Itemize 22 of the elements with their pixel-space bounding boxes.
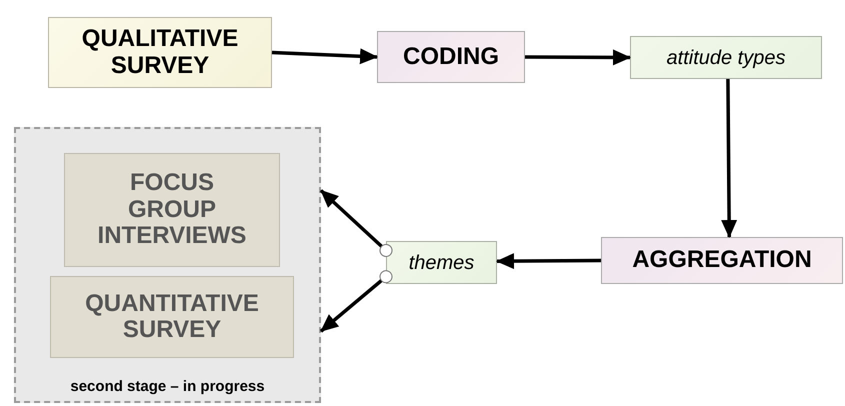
node-label: attitude types [666, 46, 786, 68]
node-label: CODING [403, 44, 499, 70]
method-box [50, 276, 294, 358]
result-box [630, 36, 822, 79]
arrow [320, 270, 392, 333]
node-label: themes [408, 252, 474, 274]
method-box [64, 153, 280, 267]
node-label: QUANTITATIVE SURVEY [84, 290, 260, 344]
node-label: AGGREGATION [632, 247, 812, 274]
arrow [721, 78, 738, 238]
process-box [377, 31, 525, 83]
group-caption: second stage – in progress [70, 378, 265, 395]
node-label: FOCUS GROUP INTERVIEWS [96, 170, 248, 250]
arrow [320, 189, 392, 257]
arrow [525, 49, 631, 66]
result-box [386, 241, 497, 284]
arrow [272, 48, 378, 64]
node-label: QUALITATIVE SURVEY [80, 26, 240, 79]
stage-group [14, 127, 321, 403]
arrow [496, 253, 602, 270]
process-box [601, 237, 843, 284]
process-box [48, 17, 272, 88]
